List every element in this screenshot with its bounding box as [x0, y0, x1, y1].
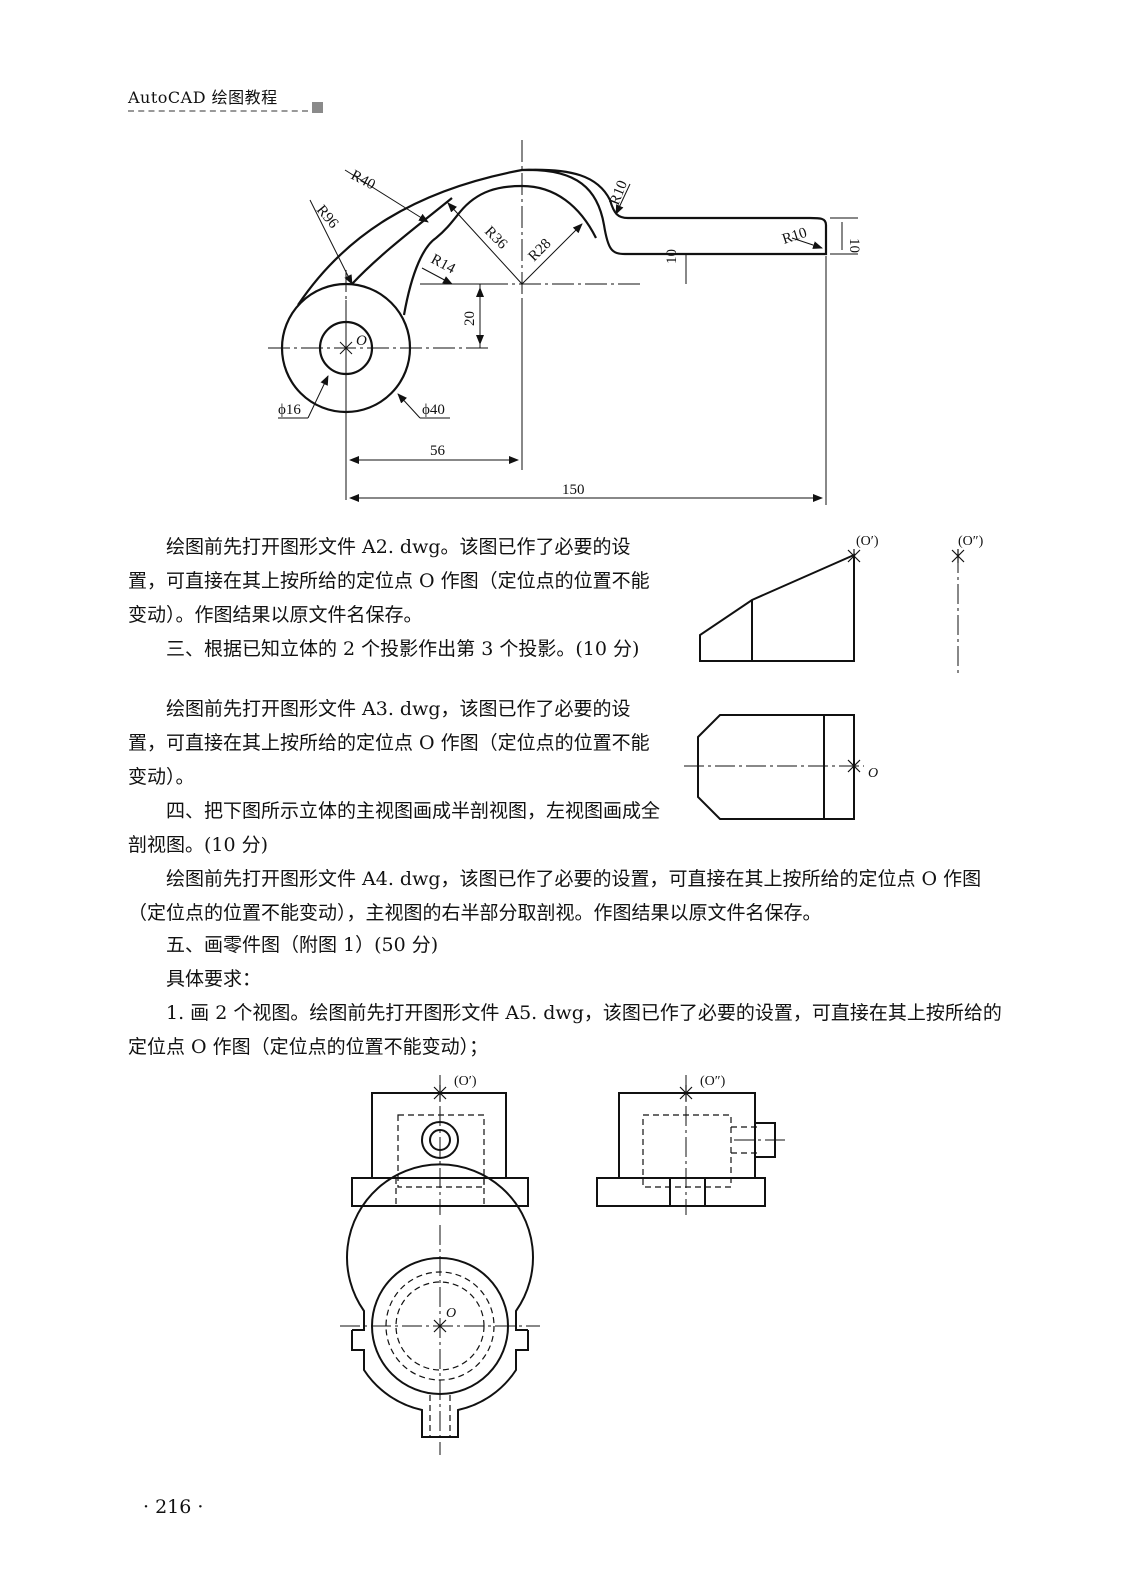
header-dashed-rule: [128, 110, 308, 112]
running-header: AutoCAD 绘图教程: [128, 88, 278, 107]
side-view-base: [596, 1177, 766, 1207]
label-o-double-prime: (O″): [700, 1074, 726, 1089]
paragraph-a4-instructions: 绘图前先打开图形文件 A4. dwg，该图已作了必要的设置，可直接在其上按所给的…: [128, 868, 982, 924]
side-view-body: [618, 1092, 756, 1179]
label-o-double-prime: (O″): [958, 534, 984, 549]
dim-r96: R96: [313, 202, 342, 232]
point-o-label: O: [356, 333, 367, 349]
inner-arm-contour: [402, 184, 597, 316]
section-five-title: 五、画零件图（附图 1）(50 分): [166, 934, 439, 956]
dim-r10-right: R10: [780, 225, 809, 248]
r40-arc: [351, 197, 453, 285]
dim-phi16: ϕ16: [278, 402, 301, 418]
label-o: O: [868, 766, 878, 781]
outer-arm-contour: [297, 168, 828, 306]
header-square-mark: [312, 102, 323, 113]
section-three-title: 三、根据已知立体的 2 个投影作出第 3 个投影。(10 分): [166, 638, 640, 660]
drawing-hook-plate: R40 R96 R10 R36 R28 R14 R10 10 10 20 O ϕ…: [268, 140, 862, 505]
dim-r28: R28: [526, 236, 555, 265]
section-four-title: 四、把下图所示立体的主视图画成半剖视图，左视图画成全剖视图。(10 分): [128, 800, 661, 856]
dim-10-right: 10: [846, 238, 862, 253]
dim-10-mid: 10: [664, 249, 680, 264]
dim-r36: R36: [481, 224, 510, 253]
dim-150: 150: [562, 482, 585, 498]
top-view-outline: [697, 714, 855, 820]
front-view-outline: [699, 553, 855, 662]
paragraph-a3-instructions: 绘图前先打开图形文件 A3. dwg，该图已作了必要的设置，可直接在其上按所给的…: [128, 698, 650, 788]
dim-56: 56: [430, 443, 446, 459]
label-o: O: [446, 1306, 456, 1321]
paragraph-a2-instructions: 绘图前先打开图形文件 A2. dwg。该图已作了必要的设置，可直接在其上按所给的…: [128, 536, 650, 626]
dim-r10-top: R10: [607, 178, 631, 207]
drawing-projections: (O′) (O″) O: [684, 534, 984, 820]
label-o-prime: (O′): [856, 534, 879, 549]
drawing-three-views: (O′) (O″) O: [340, 1074, 785, 1455]
dim-r40: R40: [348, 167, 378, 193]
requirements-heading: 具体要求：: [166, 968, 262, 990]
requirement-one: 1. 画 2 个视图。绘图前先打开图形文件 A5. dwg，该图已作了必要的设置…: [128, 1002, 1002, 1058]
dim-phi40: ϕ40: [422, 402, 445, 418]
dim-20: 20: [462, 311, 478, 326]
page-number: · 216 ·: [143, 1496, 204, 1518]
label-o-prime: (O′): [454, 1074, 477, 1089]
